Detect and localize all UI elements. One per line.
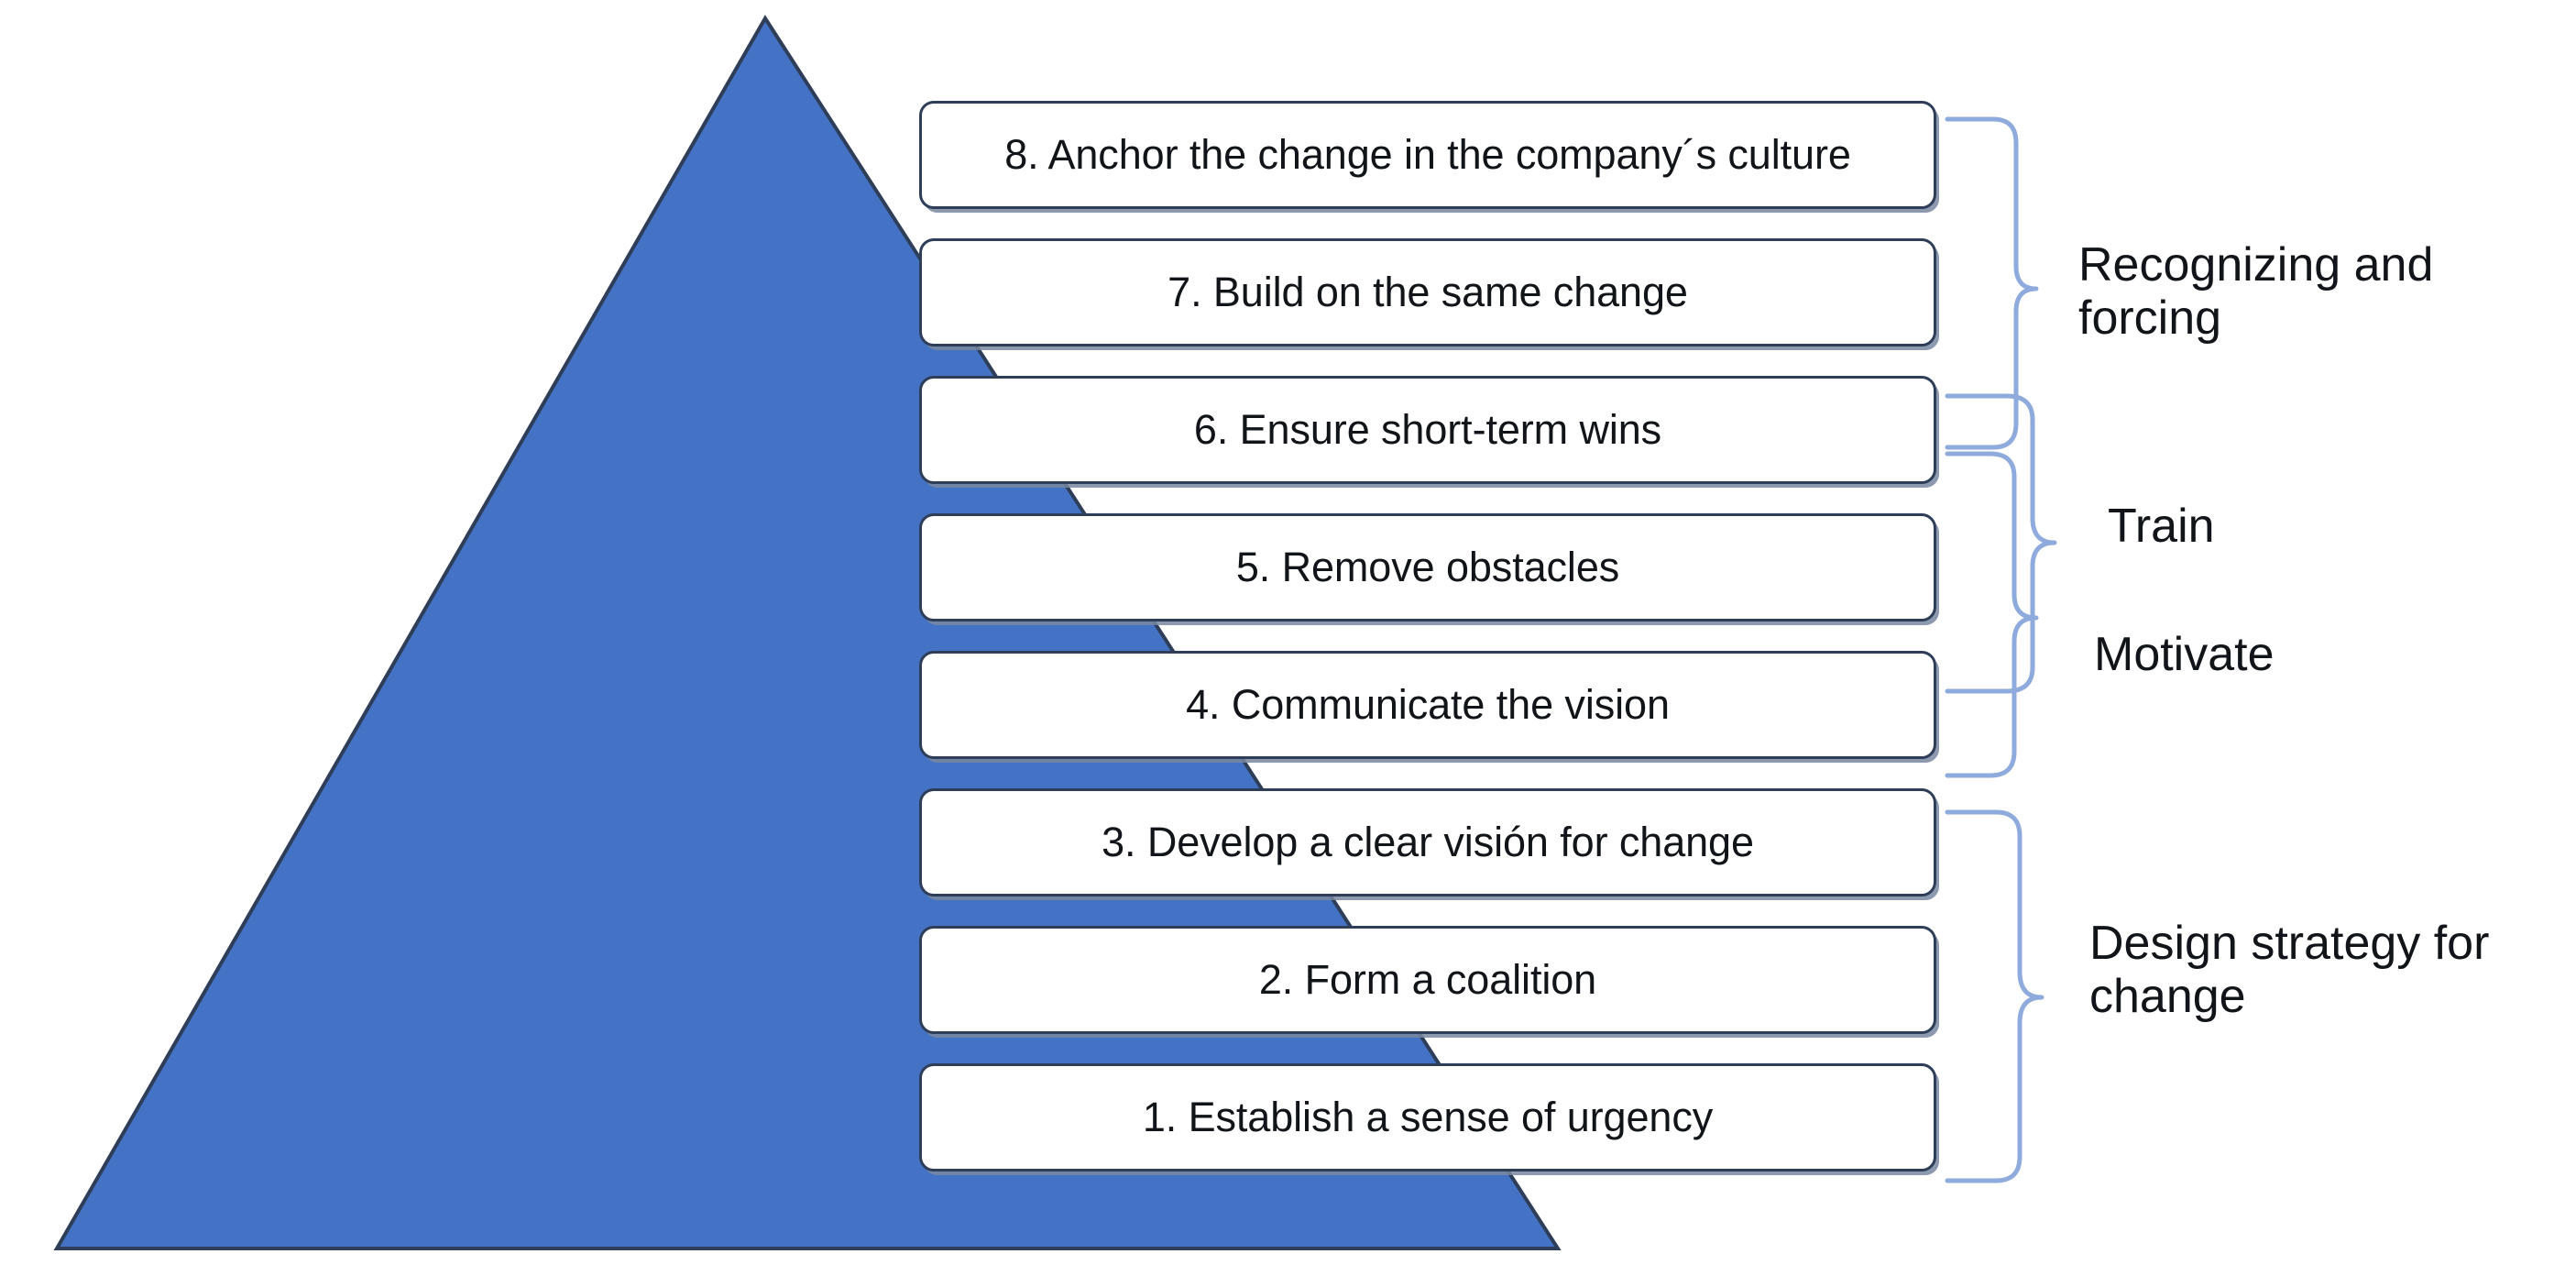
step-box-8[interactable]: 8. Anchor the change in the company´s cu… <box>919 101 1936 209</box>
step-box-4[interactable]: 4. Communicate the vision <box>919 651 1936 759</box>
step-label-7: 7. Build on the same change <box>1167 269 1688 316</box>
step-label-2: 2. Form a coalition <box>1258 956 1597 1004</box>
step-box-1[interactable]: 1. Establish a sense of urgency <box>919 1063 1936 1172</box>
step-label-5: 5. Remove obstacles <box>1235 544 1620 591</box>
step-label-3: 3. Develop a clear visión for change <box>1102 819 1754 866</box>
step-box-5[interactable]: 5. Remove obstacles <box>919 513 1936 622</box>
step-box-6[interactable]: 6. Ensure short-term wins <box>919 376 1936 484</box>
step-label-1: 1. Establish a sense of urgency <box>1142 1094 1714 1141</box>
step-label-6: 6. Ensure short-term wins <box>1193 406 1662 454</box>
step-label-4: 4. Communicate the vision <box>1186 681 1670 729</box>
group-label-motivate: Motivate <box>2094 628 2275 681</box>
step-label-8: 8. Anchor the change in the company´s cu… <box>1004 131 1851 179</box>
step-box-2[interactable]: 2. Form a coalition <box>919 926 1936 1034</box>
group-label-train: Train <box>2108 500 2215 553</box>
step-box-7[interactable]: 7. Build on the same change <box>919 238 1936 346</box>
group-label-design-strategy-for-change: Design strategy for change <box>2089 917 2490 1024</box>
group-label-recognizing-and-forcing: Recognizing and forcing <box>2078 238 2434 346</box>
step-box-3[interactable]: 3. Develop a clear visión for change <box>919 788 1936 896</box>
